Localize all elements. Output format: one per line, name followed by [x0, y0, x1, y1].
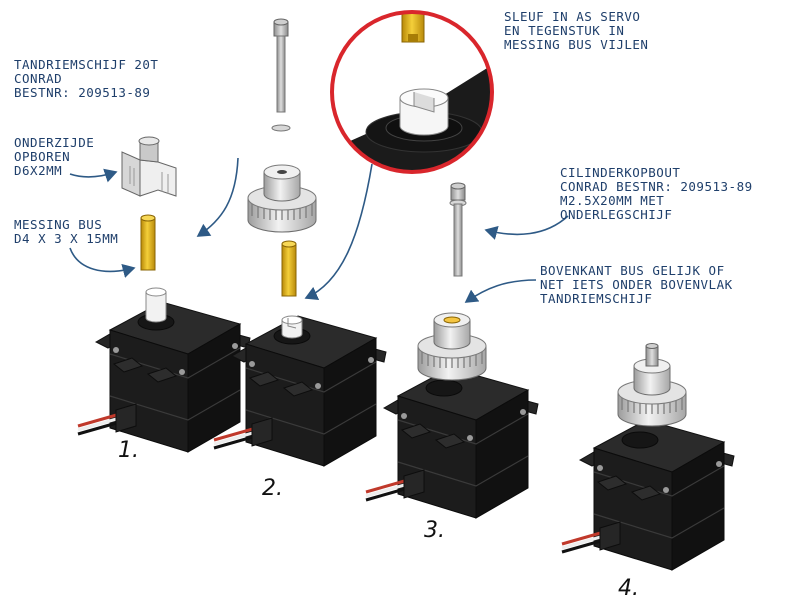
step2-exploded-parts: [247, 18, 317, 297]
step-number-1: 1.: [118, 438, 139, 463]
detail-circle: [330, 10, 494, 174]
step-number-3: 3.: [424, 518, 445, 543]
step-number-4: 4.: [618, 576, 639, 601]
servo-2: [212, 314, 388, 468]
brass-bush: [140, 214, 156, 271]
step3-bolt: [449, 182, 467, 277]
step-number-2: 2.: [262, 476, 283, 501]
servo-1: [76, 287, 252, 454]
leader-arrows: [69, 157, 569, 303]
servo-4: [560, 343, 736, 572]
cutaway-pulley: [121, 136, 177, 197]
servo-3: [364, 312, 540, 520]
